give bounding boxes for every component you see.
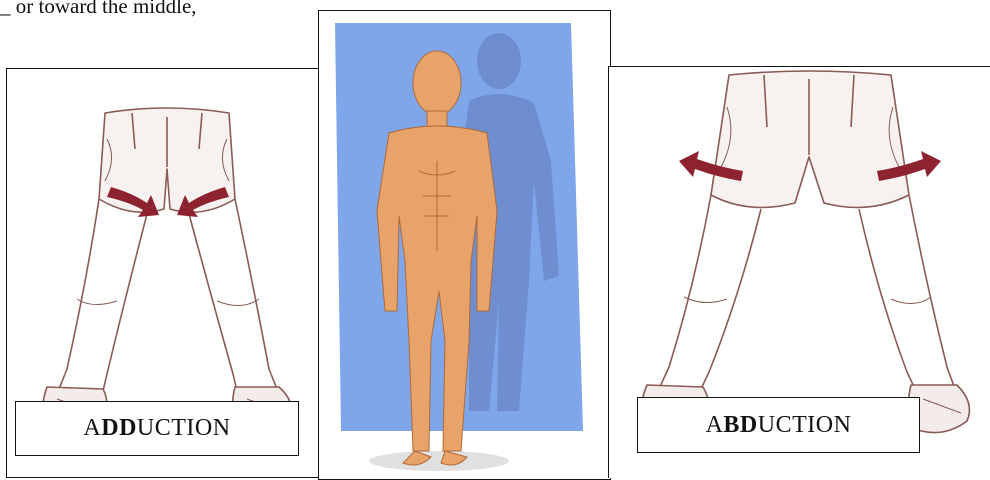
adduction-caption-bold: DD bbox=[101, 415, 137, 442]
adduction-caption-post: UCTION bbox=[137, 415, 231, 442]
abduction-caption-bold: BD bbox=[723, 412, 757, 439]
abduction-caption-post: UCTION bbox=[758, 412, 852, 439]
abduction-caption-pre: A bbox=[706, 412, 724, 439]
top-text-fragment: _ or toward the middle, bbox=[0, 0, 197, 19]
sagittal-plane-panel bbox=[318, 10, 611, 480]
adduction-caption-pre: A bbox=[83, 415, 101, 442]
human-figure-plane-illustration bbox=[319, 11, 611, 480]
